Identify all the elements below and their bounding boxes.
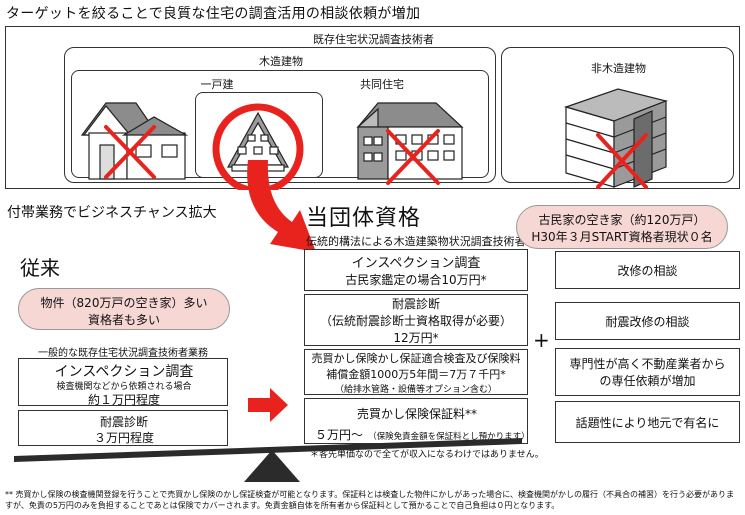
item-detail: （保険免責金額を保証料とし預かります） — [368, 432, 530, 442]
apartment-icon — [356, 102, 464, 180]
item-price: ５万円〜 — [315, 428, 364, 442]
cross-mark-icon — [596, 133, 648, 189]
non-wooden-label: 非木造建物 — [591, 62, 646, 75]
qualification-item-inspection: インスペクション調査 古民家鑑定の場合10万円* — [304, 249, 528, 291]
conventional-inspection-box: インスペクション調査 検査機関などから依頼される場合 約１万円程度 — [18, 358, 228, 407]
item-title: 耐震診断 — [391, 296, 440, 311]
qualification-subtitle: 伝統的構法による木造建築物状況調査技術者 — [306, 235, 526, 248]
item-title: 売買かし保険保証料** — [356, 407, 477, 421]
qualification-title: 当団体資格 — [306, 206, 422, 231]
conventional-section-label: 一般的な既存住宅状況調査技術者業務 — [38, 348, 208, 359]
conventional-seismic-box: 耐震診断 ３万円程度 — [18, 410, 228, 446]
footnote: ** 売買かし保険の検査機関登録を行うことで売買かし保険のかし保証検査が可能とな… — [5, 490, 735, 510]
conventional-bubble-line2: 資格者も多い — [87, 313, 160, 327]
qualification-item-insurance-fee: 売買かし保険保証料** ５万円〜 （保険免責金額を保証料とし預かります） — [304, 398, 530, 444]
conventional-title: 従来 — [20, 256, 60, 280]
conventional-inspection-price: 約１万円程度 — [87, 393, 160, 407]
qualification-item-seismic: 耐震診断 （伝統耐震診断士資格取得が必要） 12万円* — [304, 294, 528, 346]
apartment-label: 共同住宅 — [360, 78, 404, 91]
conventional-inspection-title: インスペクション調査 — [54, 364, 194, 380]
cross-mark-icon — [386, 129, 440, 185]
curved-arrow-icon — [247, 160, 316, 252]
qualification-item-insurance-inspection: 売買かし保険かし保証適合検査及び保険料 補償金額1000万5年間＝7万７千円* … — [304, 349, 528, 395]
detached-label: 一戸建 — [200, 78, 234, 91]
item-detail: （給排水管路・設備等オプション含む） — [334, 384, 497, 395]
top-panel-title: 既存住宅状況調査技術者 — [313, 33, 434, 46]
conventional-seismic-title: 耐震診断 — [99, 415, 148, 429]
item-price: 12万円* — [393, 330, 439, 345]
benefit-seismic-renovation: 耐震改修の相談 — [555, 302, 740, 340]
cross-mark-icon — [104, 125, 156, 179]
qualification-note: ＊客先単価なので全てが収入になるわけではありません。 — [310, 450, 544, 460]
plus-sign: + — [533, 328, 550, 352]
right-arrow-icon — [248, 388, 288, 422]
qualification-bubble-line2: H30年３月START資格者現状０名 — [531, 230, 713, 244]
item-title: 売買かし保険かし保証適合検査及び保険料 — [311, 351, 521, 365]
item-price: 補償金額1000万5年間＝7万７千円* — [326, 367, 506, 381]
conventional-inspection-sub: 検査機関などから依頼される場合 — [56, 382, 192, 392]
qualification-bubble: 古民家の空き家（約120万戸） H30年３月START資格者現状０名 — [516, 205, 728, 249]
item-detail: （伝統耐震診断士資格取得が必要） — [319, 313, 512, 328]
highlight-circle-icon — [212, 103, 304, 190]
building-icon — [564, 88, 668, 188]
buildings-illustration — [80, 88, 668, 190]
item-price: 古民家鑑定の場合10万円* — [345, 273, 487, 287]
conventional-bubble-line1: 物件（820万戸の空き家）多い — [40, 296, 208, 310]
benefit-renovation: 改修の相談 — [555, 251, 740, 289]
page-title: ターゲットを絞ることで良質な住宅の調査活用の相談依頼が増加 — [6, 6, 421, 22]
conventional-seismic-price: ３万円程度 — [93, 431, 154, 445]
qualification-bubble-line1: 古民家の空き家（約120万戸） — [538, 213, 706, 227]
item-title: インスペクション調査 — [351, 256, 481, 271]
conventional-bubble: 物件（820万戸の空き家）多い 資格者も多い — [18, 288, 230, 330]
wooden-label: 木造建物 — [259, 55, 303, 68]
side-heading: 付帯業務でビジネスチャンス拡大 — [7, 205, 217, 221]
benefit-local-fame: 話題性により地元で有名に — [555, 401, 740, 443]
house-icon — [80, 102, 189, 180]
top-panel: 既存住宅状況調査技術者 木造建物 一戸建 共同住宅 非木造建物 — [5, 26, 740, 190]
benefit-exclusive-requests: 専門性が高く不動産業者からの専任依頼が増加 — [555, 348, 740, 396]
balance-scale-icon — [14, 438, 522, 482]
